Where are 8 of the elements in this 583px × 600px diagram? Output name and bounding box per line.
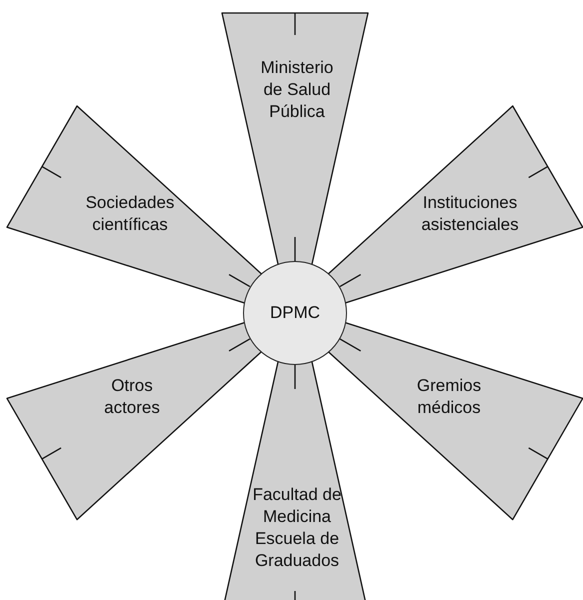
node-label: Escuela de Graduados xyxy=(254,528,340,572)
node-label: Facultad de Medicina xyxy=(252,484,342,528)
node-label: Otros actores xyxy=(103,374,161,419)
node-label: Sociedades científicas xyxy=(84,192,176,236)
node-label: DPMC xyxy=(270,302,320,324)
node-label: Gremios médicos xyxy=(416,374,482,419)
node-label: Instituciones asistenciales xyxy=(420,192,520,236)
node-label: Ministerio de Salud Pública xyxy=(260,57,334,123)
